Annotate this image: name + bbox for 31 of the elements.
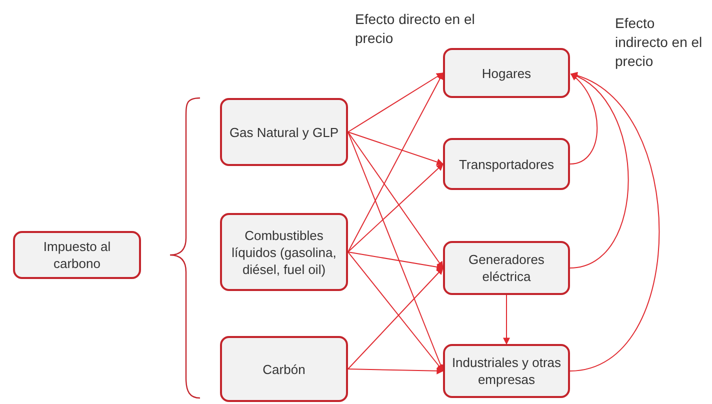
arrow [348, 367, 444, 374]
arrow [348, 252, 444, 372]
box-label: Hogares [482, 64, 532, 82]
box-label: Gas Natural y GLP [229, 124, 339, 140]
box-label: Transportadores [459, 156, 554, 172]
arrow [570, 74, 629, 268]
arrow [348, 72, 444, 132]
arrow [348, 132, 444, 166]
arrow [570, 73, 660, 372]
box-label: Industriales y otras empresas [451, 354, 562, 388]
box-label: Impuesto al carbono [42, 238, 112, 272]
arrow [348, 132, 444, 269]
arrow [348, 268, 444, 370]
arrow [503, 294, 510, 345]
box-label: Generadores eléctrica [468, 251, 546, 285]
annotation-text: Efecto directo en el precio [355, 10, 475, 48]
box-label: Combustibles líquidos (gasolina, diésel, fuel oil) [230, 226, 338, 278]
process-box [220, 336, 348, 402]
arrow [348, 252, 444, 270]
process-box [443, 138, 570, 190]
arrow [348, 164, 444, 252]
arrow [570, 74, 598, 164]
process-box [220, 213, 348, 291]
process-box [443, 48, 570, 98]
process-box [13, 231, 141, 279]
process-box [220, 98, 348, 166]
process-box [443, 241, 570, 295]
arrow [348, 72, 444, 252]
annotation-text: Efecto indirecto en el precio [615, 14, 704, 71]
box-label: Carbón [262, 360, 306, 378]
process-box [443, 344, 570, 398]
